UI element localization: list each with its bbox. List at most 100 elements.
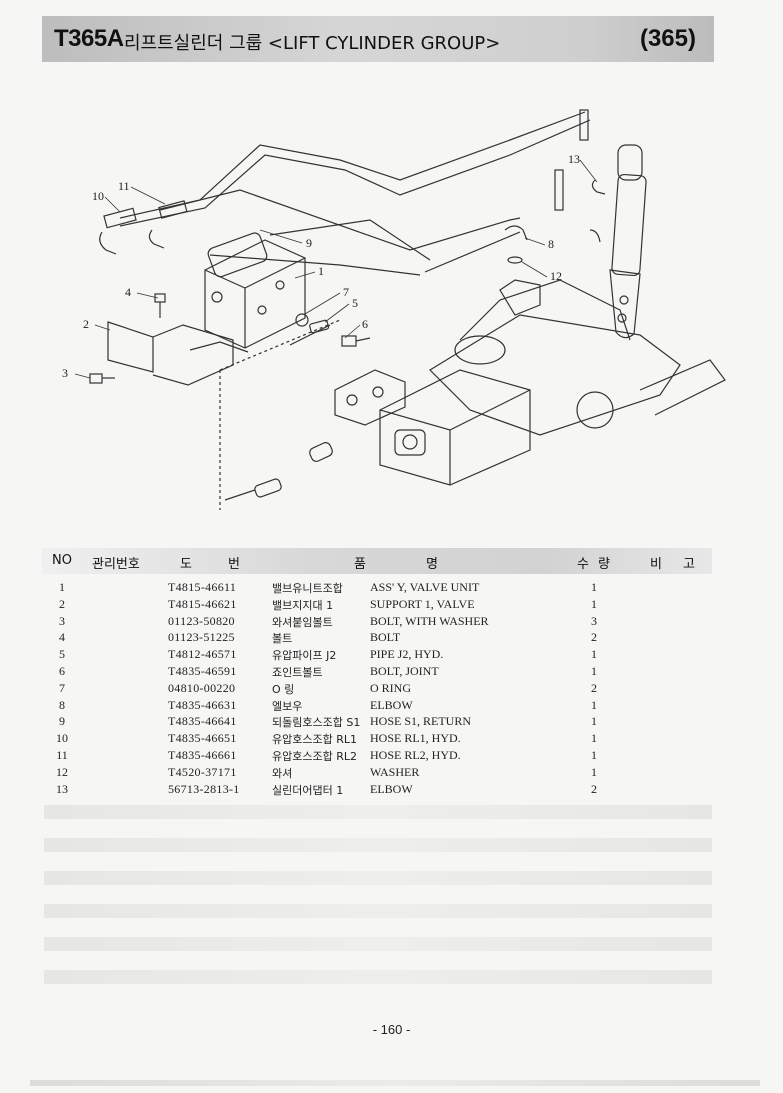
table-row: 12 T4520-37171 와셔 WASHER 1 [0, 764, 783, 781]
group-code: T365A [54, 25, 124, 52]
part-name-korean: 유압호스조합 RL1 [272, 733, 357, 747]
exploded-parts-diagram: 10 11 9 1 4 7 5 2 6 3 13 8 12 [62, 109, 726, 510]
table-row: 6 T4835-46591 죠인트볼트 BOLT, JOINT 1 [0, 663, 783, 680]
part-name-korean: 유압호스조합 RL2 [272, 750, 357, 763]
quantity: 3 [591, 613, 597, 628]
part-number: T4815-46621 [168, 596, 237, 611]
quantity: 1 [591, 748, 597, 762]
table-row: 2 T4815-46621 밸브지지대 1 SUPPORT 1, VALVE 1 [0, 596, 783, 613]
callout-6: 6 [362, 317, 368, 331]
part-name-english: BOLT, WITH WASHER [370, 613, 489, 628]
row-no: 6 [59, 664, 65, 678]
quantity: 2 [591, 781, 597, 796]
part-name-english: BOLT, JOINT [370, 664, 439, 678]
table-row: 13 56713-2813-1 실린더어댑터 1 ELBOW 2 [0, 781, 783, 798]
part-name-korean: 볼트 [272, 632, 293, 646]
part-number: T4520-37171 [168, 764, 237, 779]
quantity: 2 [591, 680, 597, 695]
empty-row-shade [44, 970, 712, 984]
part-name-korean: 죠인트볼트 [272, 666, 323, 679]
part-number: T4835-46631 [168, 697, 237, 712]
part-name-korean: 실린더어댑터 1 [272, 783, 344, 797]
empty-row-shade [44, 871, 712, 885]
part-number: 01123-50820 [168, 613, 235, 628]
part-name-korean: 밸브유니트조합 [272, 582, 343, 595]
page-header: T365A 리프트실린더 그룹 <LIFT CYLINDER GROUP> (3… [42, 16, 714, 62]
col-qty-2: 량 [598, 557, 610, 572]
callout-1: 1 [318, 264, 324, 278]
parts-table-header: NO 관리번호 도 번 품 명 수 량 비 고 [42, 548, 712, 574]
part-name-korean: 유압파이프 J2 [272, 649, 337, 663]
part-number: 04810-00220 [168, 680, 236, 695]
part-name-english: ASS' Y, VALVE UNIT [370, 580, 480, 594]
empty-row-shade [44, 805, 712, 819]
col-remark-2: 고 [683, 557, 695, 572]
part-number: 56713-2813-1 [168, 781, 240, 796]
part-name-english: PIPE J2, HYD. [370, 647, 444, 662]
row-no: 5 [59, 647, 65, 662]
quantity: 1 [591, 697, 597, 712]
part-name-korean: 엘보우 [272, 699, 303, 713]
callout-2: 2 [83, 317, 89, 331]
row-no: 8 [59, 697, 65, 712]
callout-10: 10 [92, 189, 104, 203]
part-name-korean: 밸브지지대 1 [272, 598, 334, 612]
col-no: NO [52, 553, 72, 568]
part-number: T4812-46571 [168, 647, 237, 662]
col-remark-1: 비 [650, 557, 662, 572]
quantity: 1 [591, 596, 597, 611]
quantity: 1 [591, 764, 597, 779]
row-no: 11 [56, 748, 68, 762]
part-number: 01123-51225 [168, 630, 235, 645]
row-no: 7 [59, 680, 65, 695]
col-mgmt-no: 관리번호 [92, 557, 140, 572]
callout-3: 3 [62, 366, 68, 380]
table-row: 4 01123-51225 볼트 BOLT 2 [0, 629, 783, 646]
part-number: T4835-46641 [168, 714, 237, 729]
part-name-korean: 와셔 [272, 766, 293, 780]
callout-12: 12 [550, 269, 562, 283]
col-item-2: 명 [426, 557, 438, 572]
part-name-english: BOLT [370, 630, 401, 645]
part-name-english: SUPPORT 1, VALVE [370, 596, 475, 611]
callout-7: 7 [343, 285, 349, 299]
callout-11: 11 [118, 179, 130, 193]
empty-row-shade [44, 937, 712, 951]
col-drawing-1: 도 [180, 557, 192, 572]
part-name-korean: 되돌림호스조합 S1 [272, 716, 361, 730]
part-name-korean: 와셔붙임볼트 [272, 615, 333, 629]
col-item-1: 품 [354, 557, 366, 572]
callout-8: 8 [548, 237, 554, 251]
quantity: 1 [591, 731, 597, 746]
part-name-english: HOSE RL1, HYD. [370, 731, 461, 746]
part-name-english: O RING [370, 680, 411, 695]
part-name-english: WASHER [370, 764, 420, 779]
table-row: 7 04810-00220 O 링 O RING 2 [0, 680, 783, 697]
part-number: T4835-46651 [168, 731, 237, 746]
row-no: 10 [56, 731, 68, 746]
scan-bottom-strip [30, 1080, 760, 1086]
col-drawing-2: 번 [228, 557, 240, 572]
row-no: 4 [59, 630, 65, 645]
part-name-english: HOSE RL2, HYD. [370, 748, 461, 762]
part-name-english: ELBOW [370, 781, 413, 796]
row-no: 12 [56, 764, 68, 779]
part-number: T4835-46661 [168, 748, 237, 762]
part-number: T4835-46591 [168, 664, 237, 678]
quantity: 2 [591, 630, 597, 645]
row-no: 1 [59, 580, 65, 594]
row-no: 13 [56, 781, 68, 796]
row-no: 2 [59, 596, 65, 611]
part-name-korean: O 링 [272, 682, 295, 696]
row-no: 9 [59, 714, 65, 729]
col-qty-1: 수 [577, 557, 589, 572]
quantity: 1 [591, 664, 597, 678]
callout-13: 13 [568, 152, 580, 166]
table-row: 10 T4835-46651 유압호스조합 RL1 HOSE RL1, HYD. 1 [0, 730, 783, 747]
page-number: - 160 - [372, 1022, 411, 1037]
